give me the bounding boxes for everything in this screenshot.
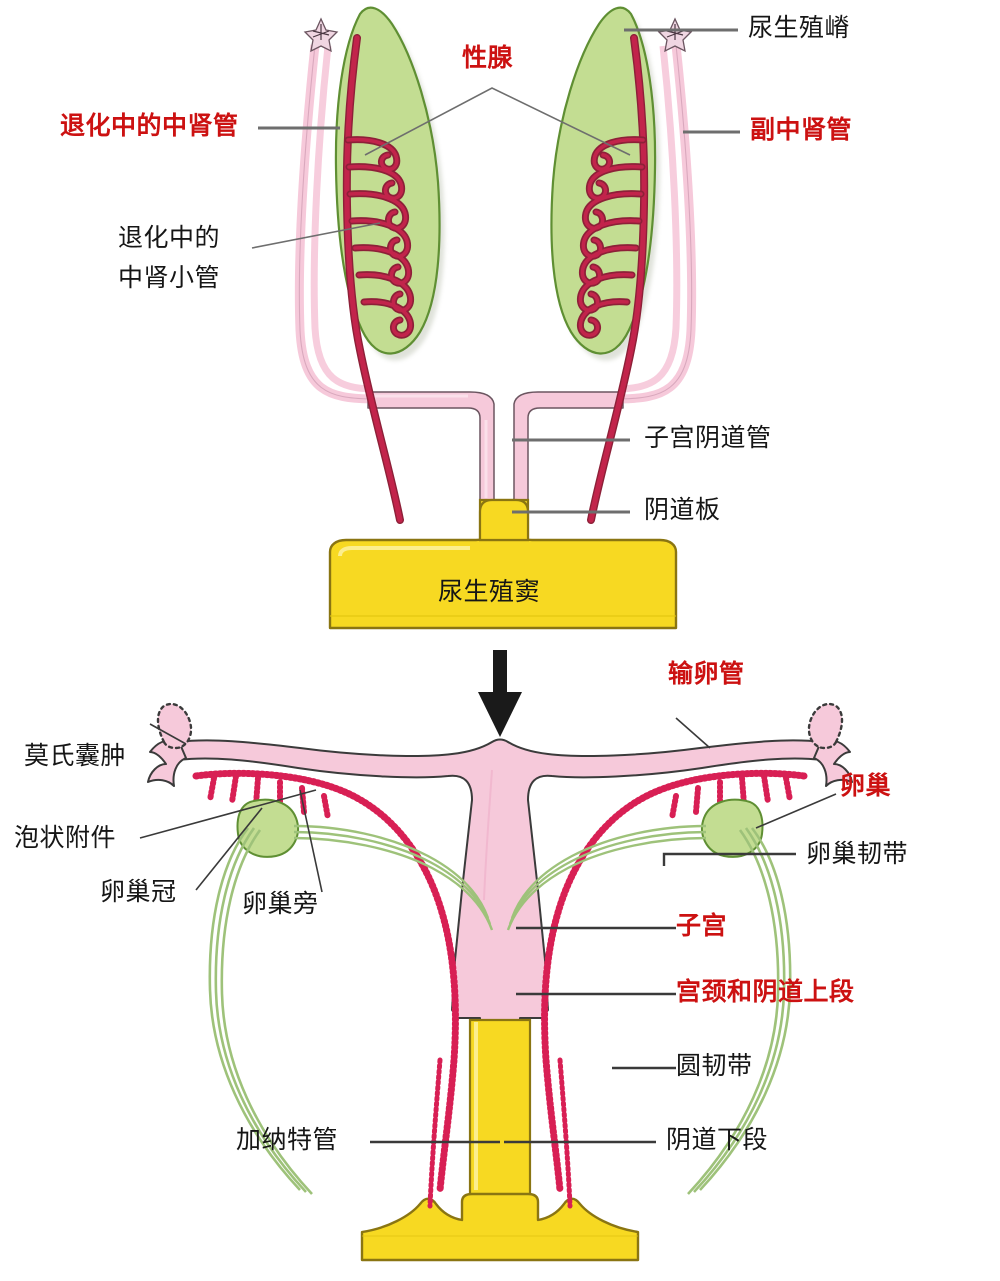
fimbria-left (147, 739, 187, 787)
label-ovary: 卵巢 (840, 772, 892, 800)
label-degenerating-mesonephric-tubules-line1: 退化中的 (118, 224, 221, 252)
round-ligament-right (687, 827, 792, 1195)
upper-panel-group (251, 6, 740, 630)
label-urogenital-ridge: 尿生殖嵴 (748, 14, 851, 42)
leader-mesonephric-tubules (251, 222, 381, 249)
leader-lines-lower (139, 717, 837, 893)
leader-lines-lower-thick (370, 852, 796, 1144)
ovarian-ligament-left (293, 824, 494, 931)
label-uterine-tube: 输卵管 (668, 660, 745, 688)
label-epoophoron: 卵巢冠 (100, 878, 177, 906)
epoophoron-right (541, 769, 808, 1194)
mesonephric-tubules-right-inner (578, 137, 645, 337)
label-vesicular-appendage: 泡状附件 (14, 824, 117, 852)
mesonephric-duct-left (342, 34, 404, 524)
mesonephric-duct-right (587, 34, 649, 524)
label-paramesonephric-duct: 副中肾管 (750, 116, 853, 144)
label-gartner-duct: 加纳特管 (236, 1126, 339, 1154)
label-round-ligament: 圆韧带 (676, 1052, 753, 1080)
vagina-shape (468, 1018, 532, 1198)
label-uterus: 子宫 (676, 912, 728, 940)
round-ligament-left (208, 827, 313, 1195)
label-lower-vagina: 阴道下段 (666, 1126, 769, 1154)
leader-vesicular-appendage (139, 789, 317, 839)
hydatid-cyst-right (807, 702, 844, 750)
gartner-duct-left (427, 1057, 443, 1209)
label-degenerating-mesonephric-duct: 退化中的中肾管 (60, 112, 239, 140)
leader-uterine-tube (675, 717, 711, 749)
label-ovarian-ligament: 卵巢韧带 (806, 840, 909, 868)
fimbria-right (813, 739, 853, 787)
label-gonad: 性腺 (462, 44, 514, 72)
duct-ostium-star-left (303, 17, 339, 53)
leader-lines-upper (258, 28, 740, 514)
duct-ostium-star-right (657, 17, 693, 53)
vaginal-plate-shape (478, 498, 530, 542)
label-hydatid-of-morgagni: 莫氏囊肿 (24, 742, 127, 770)
label-paroophoron: 卵巢旁 (242, 890, 319, 918)
leader-ovarian-ligament (662, 852, 796, 866)
lower-panel-group (139, 702, 853, 1262)
gartner-duct-right (557, 1057, 573, 1209)
leader-ovary (755, 793, 837, 829)
leader-epoophoron (195, 807, 263, 891)
paramesonephric-duct-left (294, 44, 373, 404)
label-uterovaginal-canal: 子宫阴道管 (644, 424, 772, 452)
hydatid-cyst-left (156, 702, 193, 750)
label-vaginal-plate: 阴道板 (644, 496, 721, 524)
leader-hydatid-cyst (149, 723, 187, 745)
label-cervix-and-upper-vagina: 宫颈和阴道上段 (676, 978, 855, 1006)
mesonephric-tubules-left-inner (346, 137, 413, 337)
leader-paroophoron (299, 789, 323, 893)
paramesonephric-duct-right (618, 44, 697, 404)
transition-arrow (478, 650, 522, 737)
label-degenerating-mesonephric-tubules-line2: 中肾小管 (118, 264, 221, 292)
ovarian-ligament-right (506, 824, 707, 931)
leader-gonad-v (364, 87, 631, 156)
leader-lines-upper-thin (251, 87, 631, 249)
label-urogenital-sinus: 尿生殖窦 (438, 578, 541, 606)
epoophoron-left (192, 769, 459, 1194)
hymen-vestibule-shape (360, 1192, 640, 1262)
